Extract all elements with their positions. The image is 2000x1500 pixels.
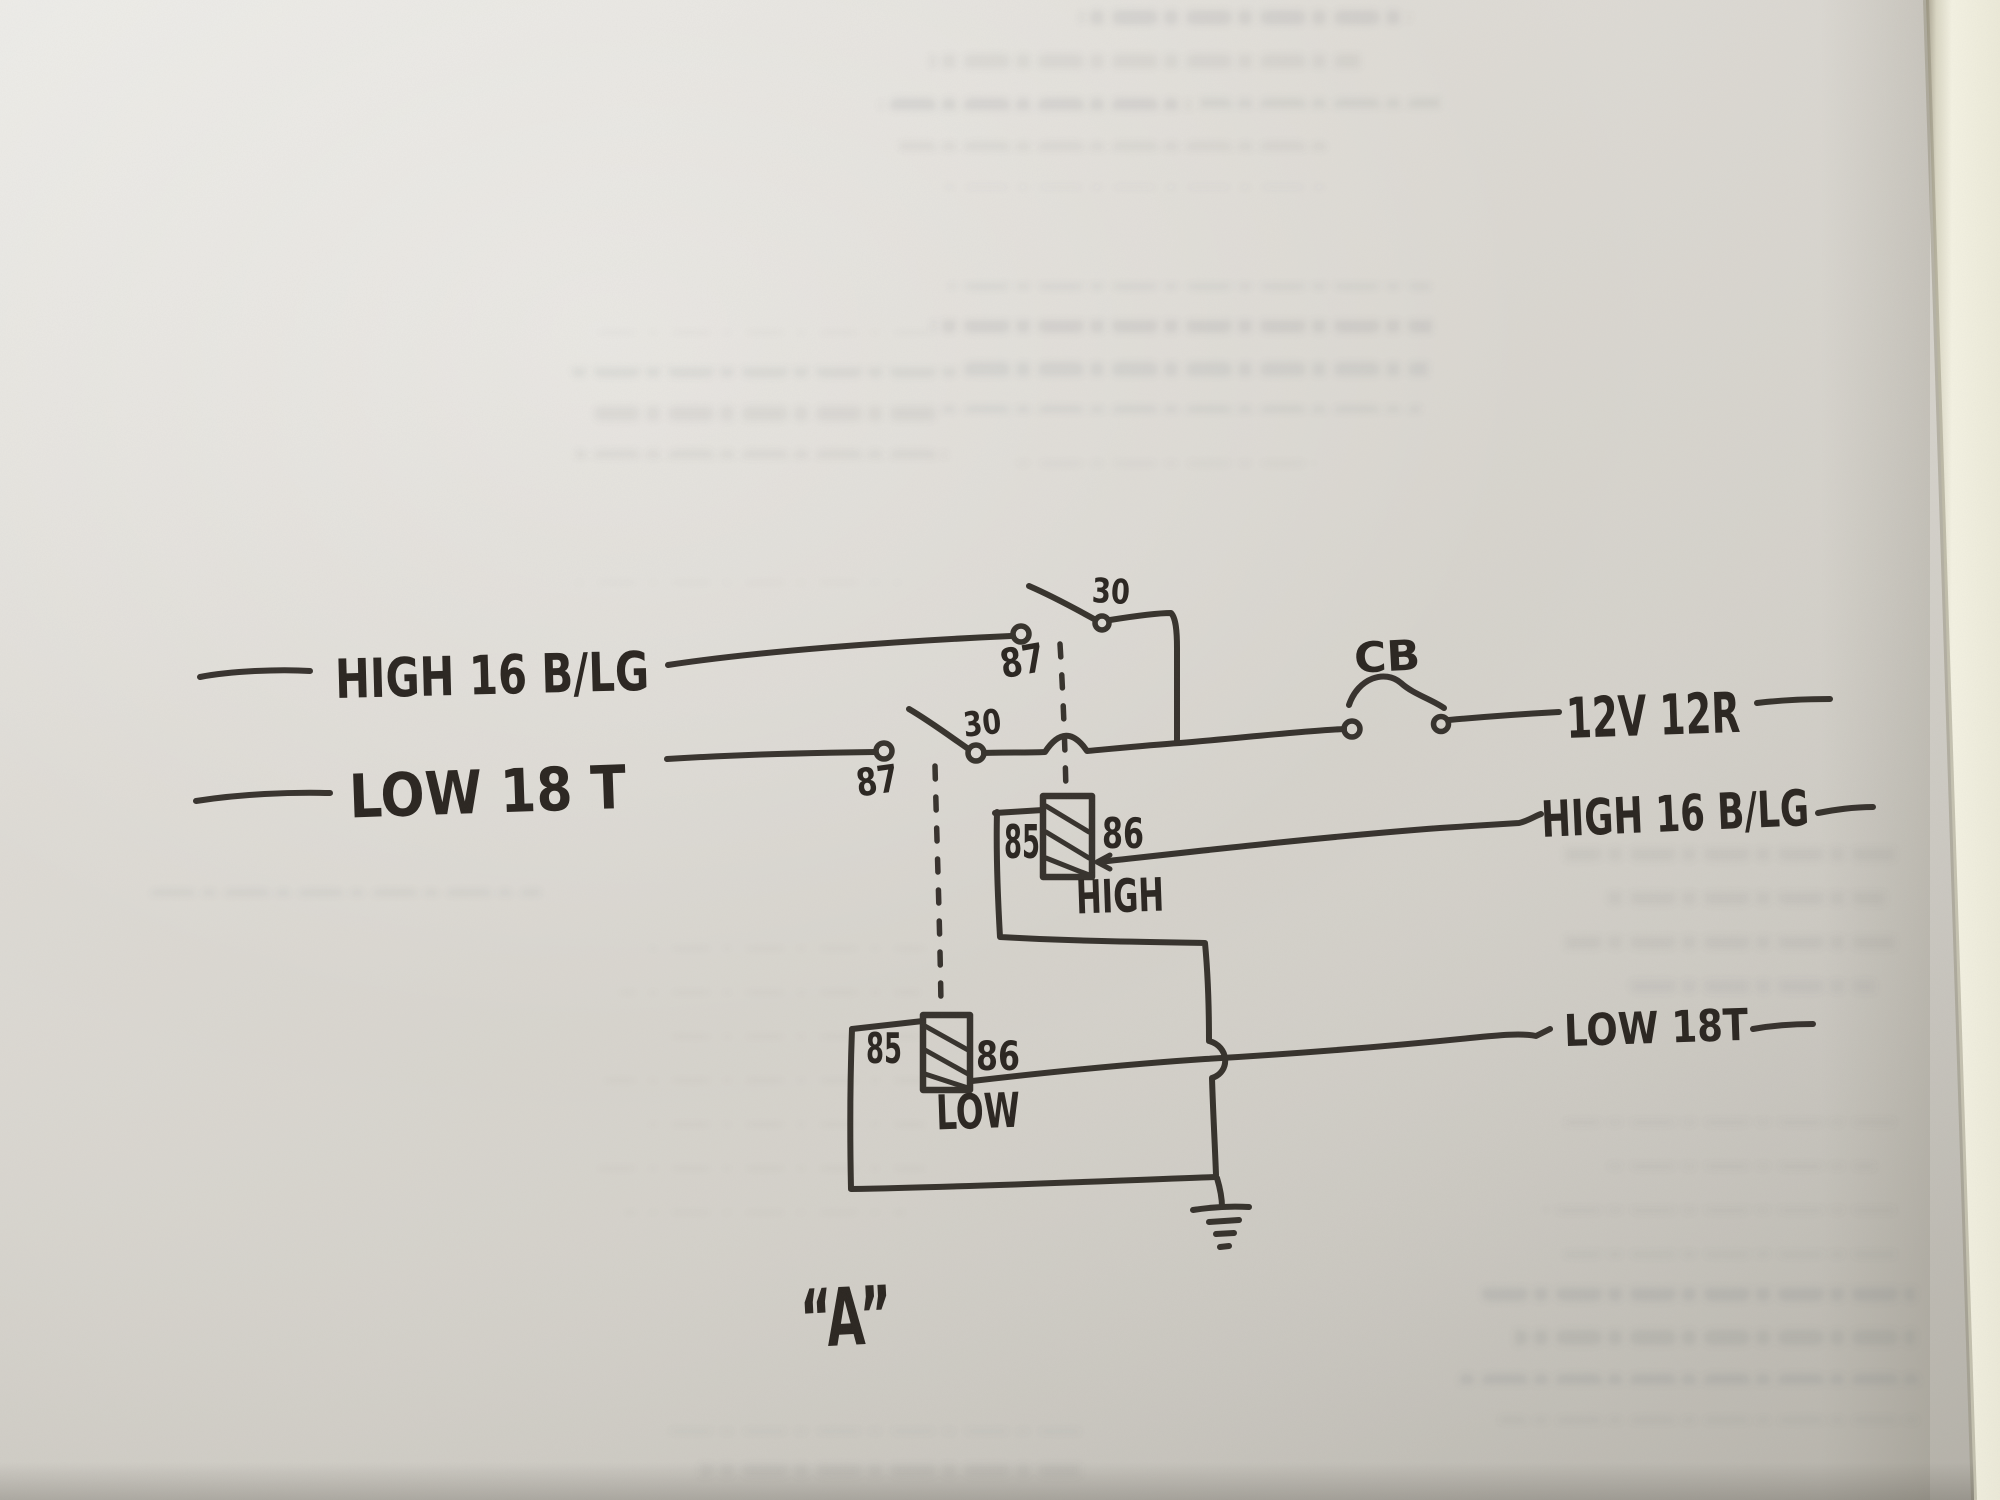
photographed-manual-page: HIGH 16 B/LG LOW 18 T 30 87 30 87 CB 12V… xyxy=(0,0,2000,1500)
hand-drawn-wiring-diagram: HIGH 16 B/LG LOW 18 T 30 87 30 87 CB 12V… xyxy=(0,0,2000,1500)
paper-grain xyxy=(0,0,2000,1500)
